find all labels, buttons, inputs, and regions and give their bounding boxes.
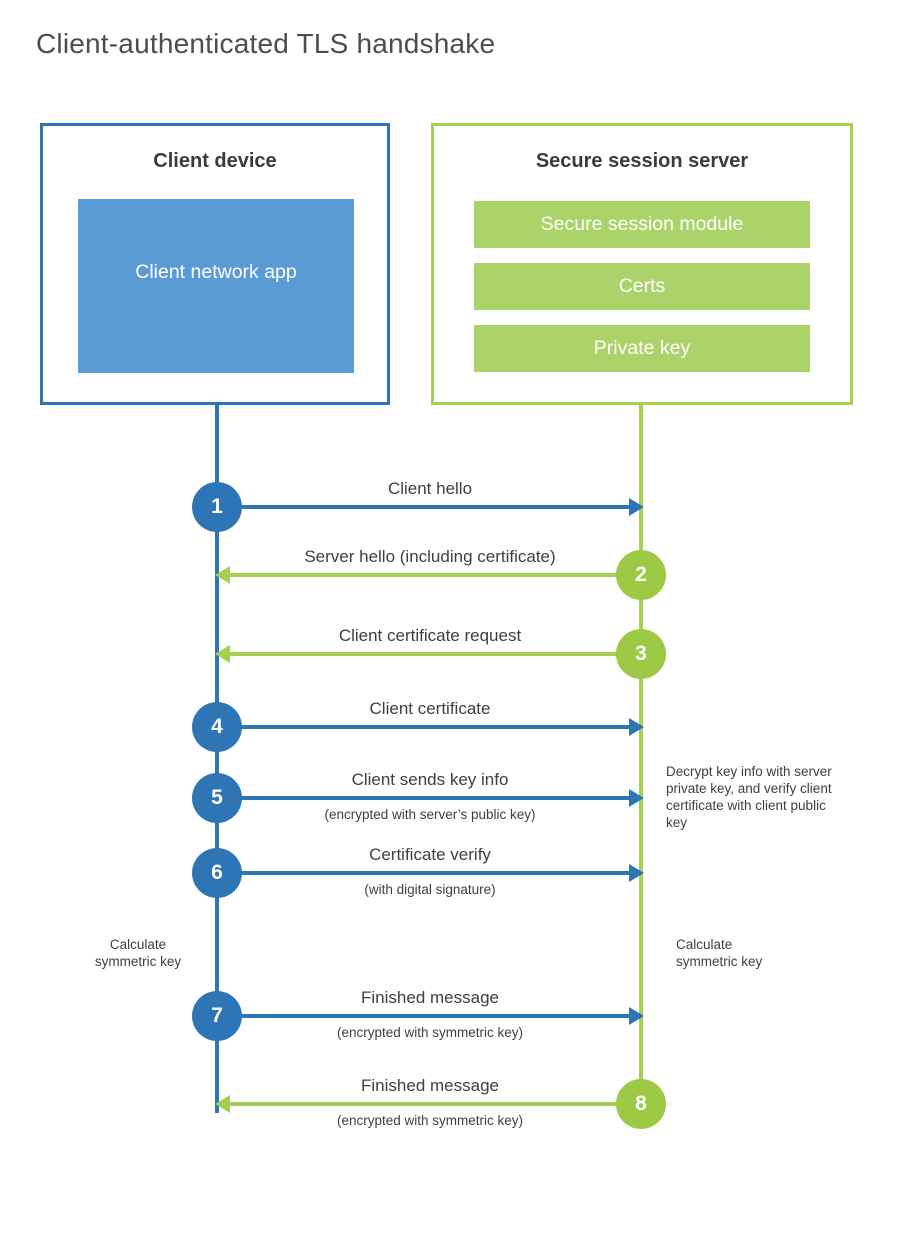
message-sublabel: (encrypted with symmetric key) [336, 1113, 524, 1128]
decrypt-key-note: Decrypt key info with server private key… [666, 764, 832, 830]
message-label: Client certificate [369, 699, 491, 718]
step-number-badge: 1 [192, 482, 242, 532]
step-number-badge: 6 [192, 848, 242, 898]
step-number-badge: 7 [192, 991, 242, 1041]
step-number: 5 [211, 786, 223, 809]
calculate-symmetric-key-note-server: Calculate symmetric key [676, 937, 763, 969]
step-number-badge: 8 [616, 1079, 666, 1129]
arrowhead-right-icon [629, 1007, 644, 1025]
message-label: Finished message [361, 1076, 499, 1095]
arrowhead-right-icon [629, 498, 644, 516]
message-arrow-line [217, 1014, 629, 1018]
step-number: 2 [635, 563, 647, 586]
message-arrow-line [230, 573, 641, 577]
message-sublabel: (encrypted with server’s public key) [324, 807, 536, 822]
arrowhead-left-icon [215, 645, 230, 663]
arrowhead-right-icon [629, 789, 644, 807]
server-module-private-key: Private key [474, 325, 810, 372]
message-label: Finished message [361, 988, 499, 1007]
calculate-symmetric-key-note-client: Calculate symmetric key [94, 937, 182, 969]
client-network-app-box: Client network app [78, 199, 354, 373]
page-title: Client-authenticated TLS handshake [36, 28, 496, 59]
message-arrow-line [230, 1102, 641, 1106]
message-label: Client sends key info [351, 770, 509, 789]
message-sublabel: (with digital signature) [364, 882, 496, 897]
secure-session-server-title: Secure session server [535, 150, 749, 172]
message-arrow-line [217, 505, 629, 509]
step-number-badge: 4 [192, 702, 242, 752]
message-arrow-line [230, 652, 641, 656]
step-number: 4 [211, 715, 223, 738]
secure-session-server-box: Secure session server Secure session mod… [431, 123, 853, 405]
step-number-badge: 2 [616, 550, 666, 600]
client-device-box: Client device Client network app [40, 123, 390, 405]
message-arrow-line [217, 796, 629, 800]
message-label: Server hello (including certificate) [304, 547, 556, 566]
arrowhead-left-icon [215, 1095, 230, 1113]
step-number: 1 [211, 495, 223, 518]
step-number: 3 [635, 642, 647, 665]
arrowhead-right-icon [629, 718, 644, 736]
server-module-certs: Certs [474, 263, 810, 310]
step-number: 7 [211, 1004, 223, 1027]
message-label: Certificate verify [369, 845, 491, 864]
message-arrow-line [217, 725, 629, 729]
arrowhead-left-icon [215, 566, 230, 584]
server-lifeline [639, 405, 643, 1105]
arrowhead-right-icon [629, 864, 644, 882]
client-lifeline [215, 405, 219, 1113]
server-module-secure-session: Secure session module [474, 201, 810, 248]
client-network-app-label: Client network app [135, 261, 297, 283]
step-number: 6 [211, 861, 223, 884]
message-sublabel: (encrypted with symmetric key) [336, 1025, 524, 1040]
message-label: Client hello [387, 479, 473, 498]
step-number-badge: 3 [616, 629, 666, 679]
message-label: Client certificate request [338, 626, 522, 645]
step-number: 8 [635, 1092, 647, 1115]
message-arrow-line [217, 871, 629, 875]
step-number-badge: 5 [192, 773, 242, 823]
client-device-title: Client device [153, 150, 277, 172]
